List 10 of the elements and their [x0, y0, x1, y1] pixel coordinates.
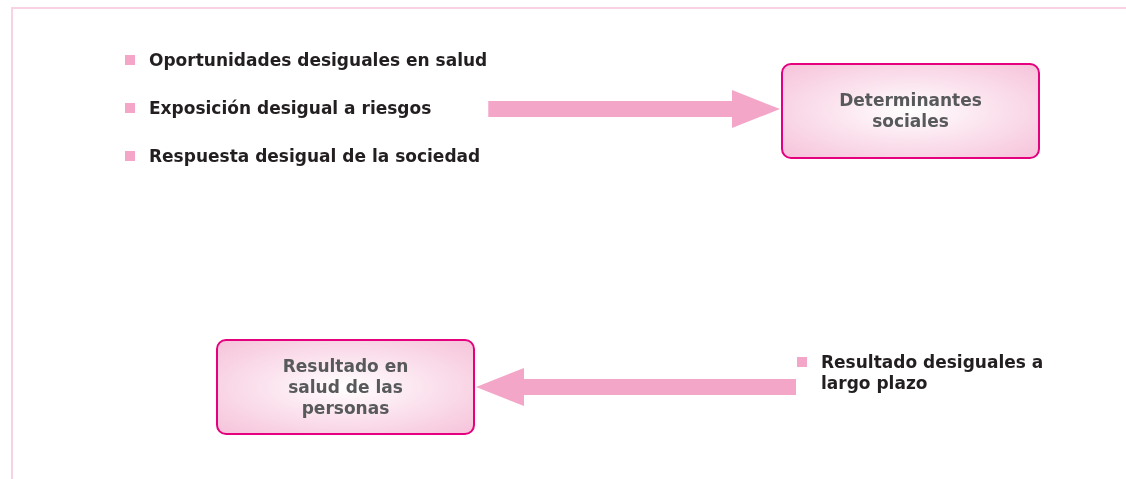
bullet-text: Resultado desiguales a largo plazo [821, 352, 1045, 394]
process-box [781, 63, 1040, 159]
bullet-text: Exposición desigual a riesgos [149, 98, 432, 119]
bullet-text: Respuesta desigual de la sociedad [149, 146, 481, 167]
box-label: Resultado en salud de las personas [281, 355, 410, 419]
block-arrow [488, 90, 780, 128]
bullet-text: Oportunidades desiguales en salud [149, 50, 488, 71]
block-arrow [476, 368, 796, 406]
box-label: Determinantes sociales [838, 90, 983, 132]
process-box [216, 339, 475, 435]
